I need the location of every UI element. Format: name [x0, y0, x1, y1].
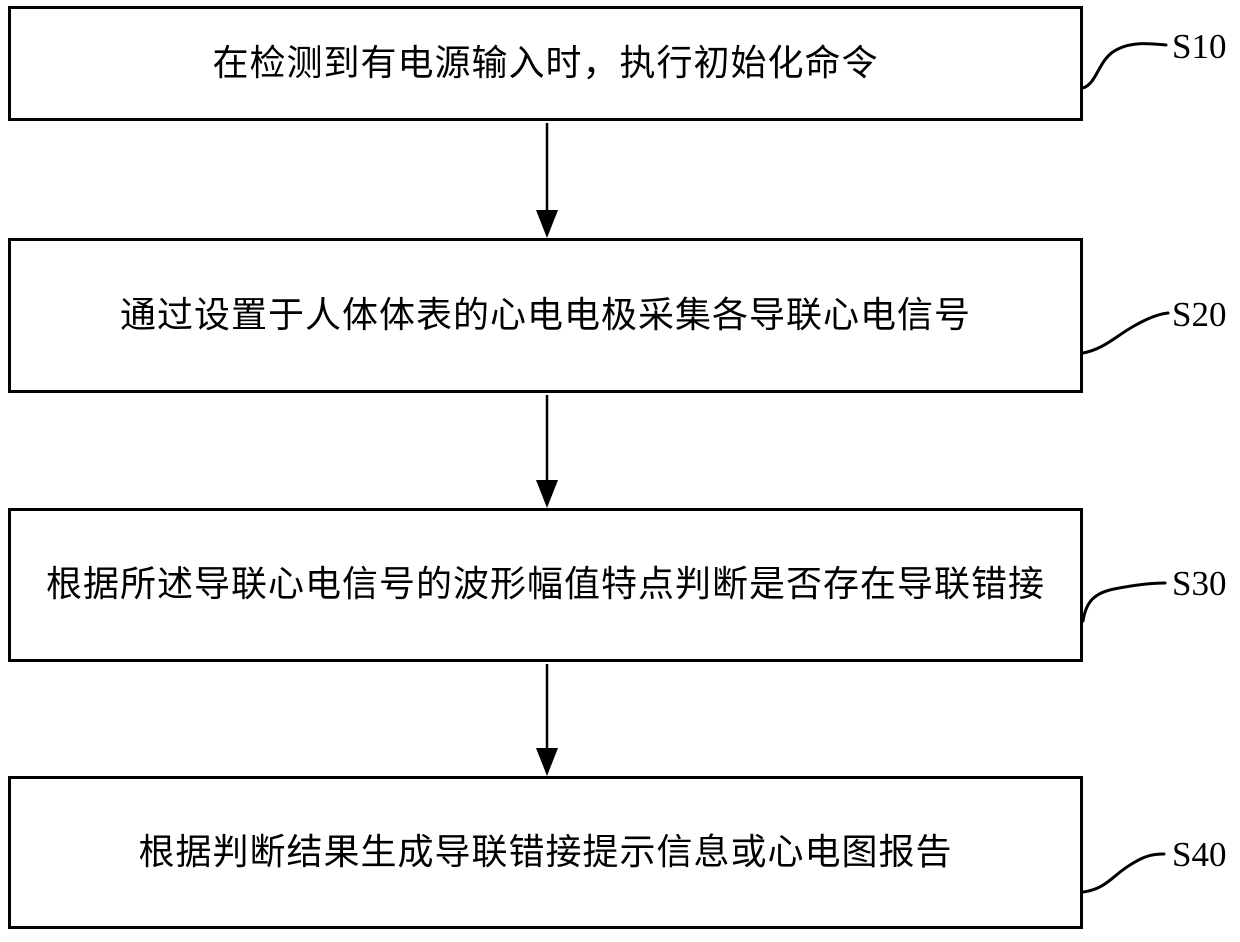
label-leader-line-s40 — [1081, 852, 1166, 894]
flow-arrow-1 — [536, 123, 558, 238]
flow-step-text-s20: 通过设置于人体体表的心电电极采集各导联心电信号 — [119, 294, 971, 336]
step-label-s20: S20 — [1172, 295, 1227, 334]
flow-step-box-s40: 根据判断结果生成导联错接提示信息或心电图报告 — [8, 776, 1083, 929]
label-leader-line-s30 — [1081, 581, 1167, 623]
step-label-s10: S10 — [1172, 27, 1227, 66]
flow-step-text-s40: 根据判断结果生成导联错接提示信息或心电图报告 — [138, 831, 953, 873]
flow-step-text-s10: 在检测到有电源输入时，执行初始化命令 — [212, 42, 879, 84]
label-leader-line-s10 — [1081, 42, 1168, 90]
label-leader-line-s20 — [1081, 311, 1170, 355]
flow-step-box-s30: 根据所述导联心电信号的波形幅值特点判断是否存在导联错接 — [8, 508, 1083, 662]
flow-arrow-2 — [536, 395, 558, 508]
flow-step-box-s10: 在检测到有电源输入时，执行初始化命令 — [8, 6, 1083, 121]
flow-step-text-s30: 根据所述导联心电信号的波形幅值特点判断是否存在导联错接 — [45, 564, 1045, 606]
flow-step-box-s20: 通过设置于人体体表的心电电极采集各导联心电信号 — [8, 238, 1083, 393]
flow-arrow-3 — [536, 664, 558, 776]
step-label-s40: S40 — [1172, 835, 1227, 874]
step-label-s30: S30 — [1172, 564, 1227, 603]
